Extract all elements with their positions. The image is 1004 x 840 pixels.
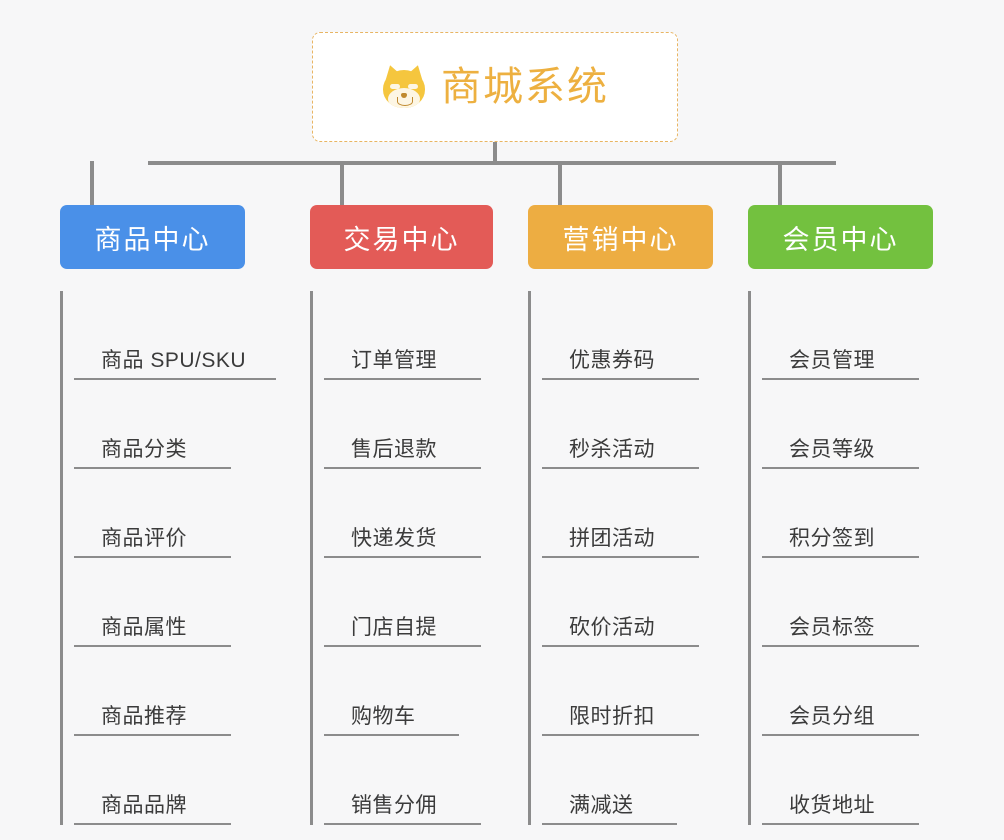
- list-item-label: 商品分类: [101, 438, 187, 461]
- list-item-rule: [324, 645, 481, 647]
- list-item-label: 售后退款: [351, 438, 437, 461]
- category-title: 交易中心: [343, 224, 460, 255]
- list-item-rule: [324, 467, 481, 469]
- list-item-label: 商品属性: [101, 616, 187, 639]
- list-item[interactable]: 售后退款: [324, 380, 493, 469]
- list-item-label: 收货地址: [789, 794, 875, 817]
- list-item-rule: [74, 556, 231, 558]
- shiba-inu-dog-icon: [381, 62, 427, 110]
- category-title: 营销中心: [562, 224, 679, 255]
- list-item-label: 购物车: [351, 705, 416, 728]
- list-item-label: 砍价活动: [569, 616, 655, 639]
- list-item-label: 会员分组: [789, 705, 875, 728]
- list-item-rule: [74, 645, 231, 647]
- list-item-rule: [542, 467, 699, 469]
- list-item-rule: [324, 556, 481, 558]
- list-item-label: 门店自提: [351, 616, 437, 639]
- list-item[interactable]: 收货地址: [762, 736, 933, 825]
- root-node[interactable]: 商城系统: [312, 32, 678, 142]
- list-item-label: 优惠券码: [569, 349, 655, 372]
- list-item-label: 商品 SPU/SKU: [101, 349, 247, 372]
- list-item-label: 满减送: [569, 794, 634, 817]
- list-item[interactable]: 购物车: [324, 647, 493, 736]
- connector-drop-trade-center: [340, 161, 344, 205]
- list-item-rule: [324, 734, 459, 736]
- list-item-rule: [542, 823, 677, 825]
- list-item-label: 拼团活动: [569, 527, 655, 550]
- list-item[interactable]: 会员管理: [762, 291, 933, 380]
- list-item[interactable]: 商品品牌: [74, 736, 245, 825]
- category-box-member-center[interactable]: 会员中心: [748, 205, 933, 269]
- list-item[interactable]: 商品评价: [74, 469, 245, 558]
- list-item[interactable]: 订单管理: [324, 291, 493, 380]
- list-item-rule: [762, 734, 919, 736]
- connector-drop-marketing-center: [558, 161, 562, 205]
- category-box-product-center[interactable]: 商品中心: [60, 205, 245, 269]
- list-item-rule: [542, 378, 699, 380]
- category-box-marketing-center[interactable]: 营销中心: [528, 205, 713, 269]
- root-node-content: 商城系统: [381, 62, 609, 110]
- list-item-label: 商品评价: [101, 527, 187, 550]
- connector-drop-product-center: [90, 161, 94, 205]
- item-list-product-center: 商品 SPU/SKU 商品分类商品评价商品属性商品推荐商品品牌: [60, 291, 276, 825]
- column-member-center: 会员中心会员管理会员等级积分签到会员标签会员分组收货地址: [748, 205, 933, 825]
- list-item[interactable]: 商品属性: [74, 558, 245, 647]
- column-marketing-center: 营销中心优惠券码秒杀活动拼团活动砍价活动限时折扣满减送: [528, 205, 713, 825]
- item-list-trade-center: 订单管理售后退款快递发货门店自提购物车销售分佣: [310, 291, 493, 825]
- list-item-rule: [542, 556, 699, 558]
- list-item-rule: [324, 823, 481, 825]
- list-item-rule: [542, 645, 699, 647]
- list-item-label: 会员标签: [789, 616, 875, 639]
- list-item-label: 限时折扣: [569, 705, 655, 728]
- list-item[interactable]: 满减送: [542, 736, 713, 825]
- root-title: 商城系统: [441, 65, 609, 109]
- list-item-rule: [762, 467, 919, 469]
- list-item[interactable]: 会员标签: [762, 558, 933, 647]
- list-item-label: 会员等级: [789, 438, 875, 461]
- list-item-label: 会员管理: [789, 349, 875, 372]
- item-list-member-center: 会员管理会员等级积分签到会员标签会员分组收货地址: [748, 291, 933, 825]
- list-item-rule: [762, 378, 919, 380]
- list-item-label: 销售分佣: [351, 794, 437, 817]
- list-item-rule: [324, 378, 481, 380]
- list-item-rule: [542, 734, 699, 736]
- list-item-label: 商品推荐: [101, 705, 187, 728]
- item-list-marketing-center: 优惠券码秒杀活动拼团活动砍价活动限时折扣满减送: [528, 291, 713, 825]
- list-item-label: 快递发货: [351, 527, 437, 550]
- list-item[interactable]: 会员等级: [762, 380, 933, 469]
- category-title: 商品中心: [94, 224, 211, 255]
- list-item[interactable]: 销售分佣: [324, 736, 493, 825]
- list-item-label: 秒杀活动: [569, 438, 655, 461]
- list-item[interactable]: 积分签到: [762, 469, 933, 558]
- list-item-rule: [762, 645, 919, 647]
- list-item-rule: [74, 467, 231, 469]
- list-item-rule: [74, 823, 231, 825]
- category-box-trade-center[interactable]: 交易中心: [310, 205, 493, 269]
- connector-bar: [148, 161, 836, 165]
- category-title: 会员中心: [782, 224, 899, 255]
- list-item-rule: [74, 378, 276, 380]
- list-item[interactable]: 商品分类: [74, 380, 245, 469]
- column-trade-center: 交易中心订单管理售后退款快递发货门店自提购物车销售分佣: [310, 205, 493, 825]
- column-product-center: 商品中心商品 SPU/SKU 商品分类商品评价商品属性商品推荐商品品牌: [60, 205, 276, 825]
- list-item-rule: [762, 823, 919, 825]
- list-item[interactable]: 拼团活动: [542, 469, 713, 558]
- list-item[interactable]: 优惠券码: [542, 291, 713, 380]
- connector-drop-member-center: [778, 161, 782, 205]
- list-item[interactable]: 商品 SPU/SKU: [74, 291, 276, 380]
- list-item-label: 订单管理: [351, 349, 437, 372]
- list-item[interactable]: 门店自提: [324, 558, 493, 647]
- list-item-rule: [762, 556, 919, 558]
- list-item[interactable]: 砍价活动: [542, 558, 713, 647]
- list-item-rule: [74, 734, 231, 736]
- list-item-label: 积分签到: [789, 527, 875, 550]
- list-item[interactable]: 商品推荐: [74, 647, 245, 736]
- list-item[interactable]: 快递发货: [324, 469, 493, 558]
- list-item-label: 商品品牌: [101, 794, 187, 817]
- list-item[interactable]: 秒杀活动: [542, 380, 713, 469]
- list-item[interactable]: 限时折扣: [542, 647, 713, 736]
- list-item[interactable]: 会员分组: [762, 647, 933, 736]
- connector-stem: [493, 142, 497, 164]
